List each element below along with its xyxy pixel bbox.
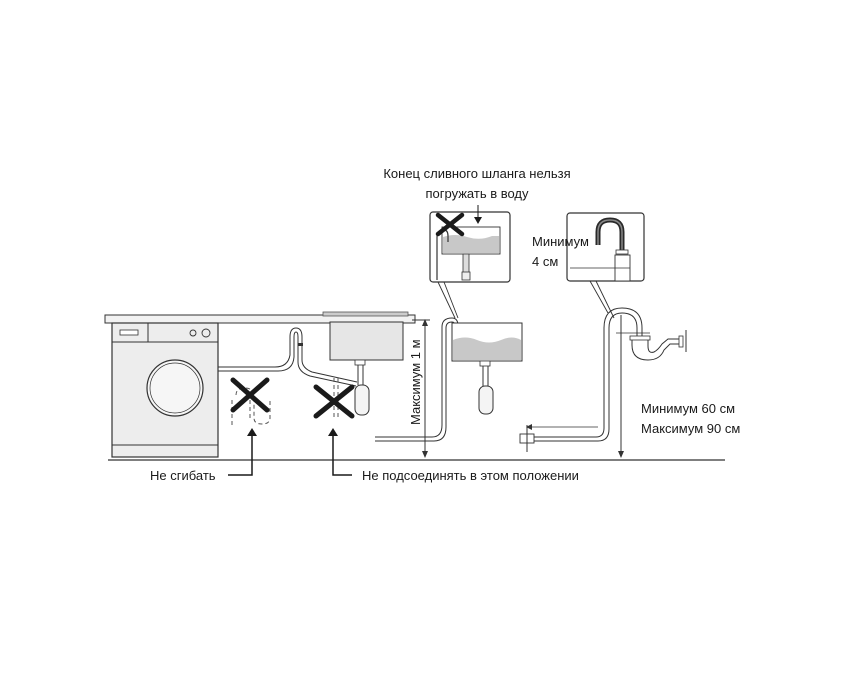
machine-door xyxy=(146,359,204,417)
label-height-range-1: Минимум 60 см xyxy=(641,401,735,416)
washing-machine xyxy=(111,322,219,458)
dimension-max-1m xyxy=(412,319,430,458)
wall-siphon xyxy=(629,330,687,361)
dimension-60-90 xyxy=(616,315,650,458)
label-max-1m: Максимум 1 м xyxy=(408,339,423,425)
countertop xyxy=(104,311,416,324)
label-min-gap-2: 4 см xyxy=(532,254,558,269)
water-surface xyxy=(453,337,521,360)
label-min-gap-1: Минимум xyxy=(532,234,589,249)
cross-submerge xyxy=(435,212,465,237)
label-submerge-warning-1: Конец сливного шланга нельзя xyxy=(383,166,570,181)
label-submerge-warning-2: погружать в воду xyxy=(425,186,529,201)
sink-with-water xyxy=(451,322,523,415)
siphon-trap xyxy=(354,384,370,416)
label-do-not-connect: Не подсоединять в этом положении xyxy=(362,468,579,483)
inset-min-gap xyxy=(566,212,645,319)
drain-hose-standpipe xyxy=(519,307,643,452)
arrow-submerge xyxy=(474,217,482,224)
inset-do-not-submerge xyxy=(429,205,511,319)
label-height-range-2: Максимум 90 см xyxy=(641,421,740,436)
arrow-do-not-connect xyxy=(328,428,352,476)
cross-do-not-connect xyxy=(313,384,355,419)
arrow-do-not-bend xyxy=(228,428,257,476)
cross-do-not-bend xyxy=(230,377,270,413)
drain-hose-incorrect xyxy=(218,327,358,387)
label-do-not-bend: Не сгибать xyxy=(150,468,216,483)
kitchen-sink xyxy=(329,321,404,416)
